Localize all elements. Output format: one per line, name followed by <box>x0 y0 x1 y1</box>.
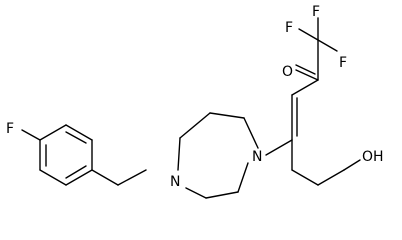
fluorine-aryl-label: F <box>6 121 14 137</box>
bond-c5-c6 <box>291 169 319 186</box>
bond <box>65 124 93 141</box>
structure-svg: F F F F O N N OH <box>6 4 384 199</box>
bond <box>179 112 211 139</box>
bond-c3-c2 <box>291 79 319 96</box>
ketone-oxygen-label: O <box>282 64 293 80</box>
bond-cf3-f-right <box>317 39 338 52</box>
bond <box>39 169 67 186</box>
hydroxyl-label: OH <box>362 149 384 165</box>
bond <box>177 137 181 171</box>
fluorine-cf3-top-label: F <box>312 4 320 20</box>
bond <box>205 191 239 199</box>
amine-n2-label: N <box>252 149 262 165</box>
fluorine-cf3-left-label: F <box>285 20 293 36</box>
fluorine-cf3-right-label: F <box>339 55 347 71</box>
bond <box>243 117 259 149</box>
molecule-diagram: F F F F O N N OH <box>6 4 384 199</box>
bond-c6-c7 <box>317 169 345 186</box>
bond-c2-o <box>295 69 319 81</box>
fluorophenyl-ring <box>39 124 93 186</box>
bond <box>237 162 249 193</box>
double-bond-inner <box>65 131 87 144</box>
bond-aryl-fluorine <box>21 129 41 141</box>
bond-ring-ch2 <box>91 169 119 186</box>
bond-c7-oh <box>343 159 361 171</box>
bond <box>209 112 245 119</box>
diazepane-ring <box>177 112 259 199</box>
bond <box>65 169 93 186</box>
bond-ch2-n1 <box>117 169 147 186</box>
bond <box>185 187 207 199</box>
double-bond-inner <box>65 165 87 179</box>
bond <box>39 124 67 141</box>
bond-cf3-f-left <box>298 28 319 41</box>
amine-n1-label: N <box>170 174 180 190</box>
bond-n2-c4 <box>265 139 293 156</box>
double-bond-c2-o <box>295 64 316 75</box>
